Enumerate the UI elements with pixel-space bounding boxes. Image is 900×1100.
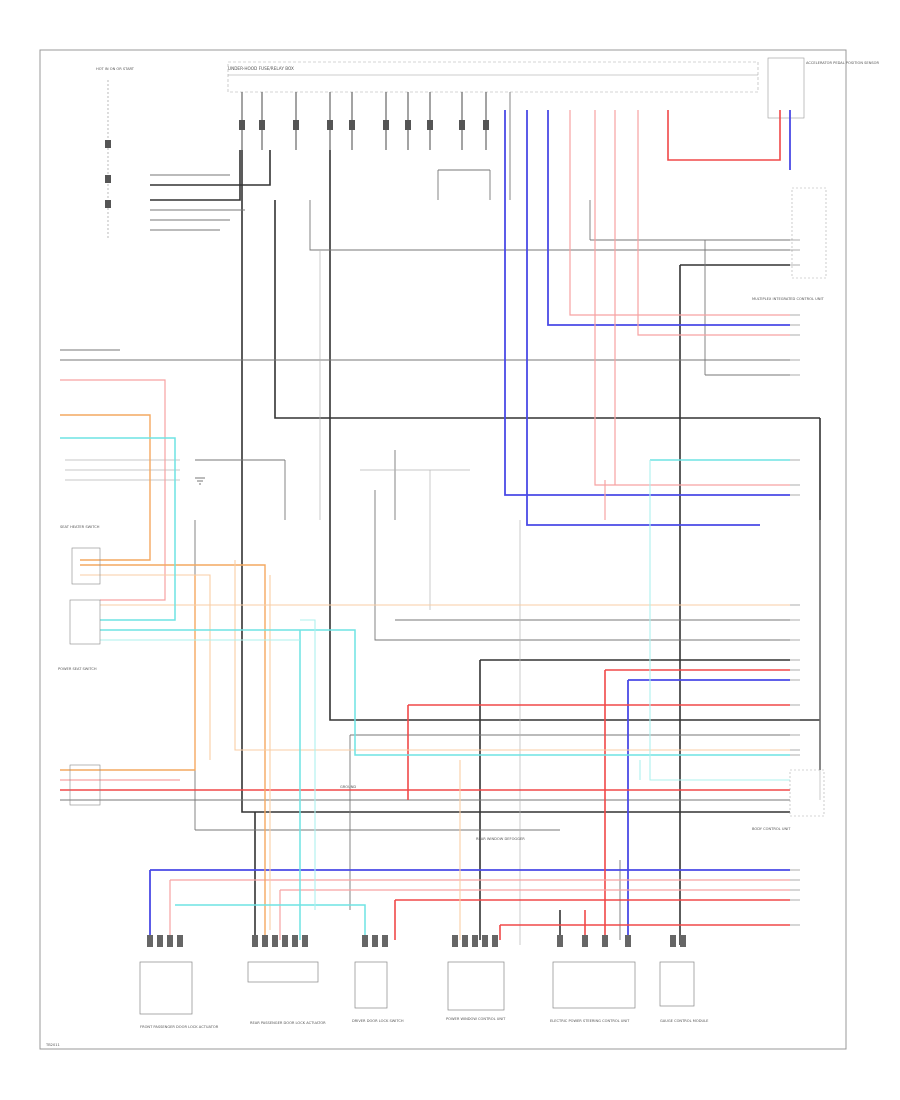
mid-note-label: REAR WINDOW DEFOGGER bbox=[476, 837, 525, 841]
right-pin-ticks bbox=[790, 239, 800, 926]
diagram-border bbox=[39, 49, 847, 1050]
left-seat-switch: SEAT HEATER SWITCH bbox=[60, 525, 101, 585]
right-multiplex-label: MULTIPLEX INTEGRATED CONTROL UNIT bbox=[752, 297, 825, 301]
right-lower-unit: BODY CONTROL UNIT bbox=[752, 769, 825, 831]
right-lower-unit-label: BODY CONTROL UNIT bbox=[752, 827, 791, 831]
bottom-label-6: GAUGE CONTROL MODULE bbox=[660, 1019, 709, 1023]
orange-wires bbox=[60, 414, 266, 940]
gray-wires bbox=[60, 92, 790, 940]
black-wires bbox=[150, 150, 821, 945]
light-orange-wires bbox=[80, 560, 790, 940]
left-lower-connector bbox=[69, 764, 101, 806]
left-seat-switch-label: SEAT HEATER SWITCH bbox=[60, 525, 100, 529]
mid-ground-label: GROUND bbox=[340, 785, 356, 789]
ground-icon bbox=[195, 477, 205, 485]
top-left-ground-label: HOT IN ON OR START bbox=[96, 67, 135, 71]
pink-wires bbox=[60, 110, 790, 940]
footer-code: TB2011 bbox=[45, 1043, 60, 1047]
bottom-label-1: FRONT PASSENGER DOOR LOCK ACTUATOR bbox=[140, 1025, 219, 1029]
light-gray-wires bbox=[65, 250, 821, 945]
bottom-label-5: ELECTRIC POWER STEERING CONTROL UNIT bbox=[550, 1019, 630, 1023]
bottom-label-3: DRIVER DOOR LOCK SWITCH bbox=[352, 1019, 404, 1023]
cyan-wires bbox=[60, 437, 790, 940]
left-lower-switch-label: POWER SEAT SWITCH bbox=[58, 667, 97, 671]
bottom-label-4: POWER WINDOW CONTROL UNIT bbox=[446, 1017, 506, 1021]
red-wires bbox=[60, 110, 790, 945]
bottom-connectors: FRONT PASSENGER DOOR LOCK ACTUATOR REAR … bbox=[139, 935, 709, 1029]
right-top-sensor-label: ACCELERATOR PEDAL POSITION SENSOR bbox=[806, 61, 879, 65]
top-left-block: HOT IN ON OR START bbox=[96, 67, 135, 240]
light-cyan-wires bbox=[100, 460, 790, 910]
left-power-seat-switch: POWER SEAT SWITCH bbox=[58, 599, 101, 671]
top-relay-box-label: UNDER-HOOD FUSE/RELAY BOX bbox=[228, 66, 294, 71]
top-fuse-box: UNDER-HOOD FUSE/RELAY BOX bbox=[227, 61, 759, 150]
blue-wires bbox=[149, 110, 791, 940]
right-multiplex-unit: MULTIPLEX INTEGRATED CONTROL UNIT bbox=[752, 187, 827, 301]
bottom-label-2: REAR PASSENGER DOOR LOCK ACTUATOR bbox=[250, 1021, 326, 1025]
right-top-sensor: ACCELERATOR PEDAL POSITION SENSOR bbox=[767, 57, 879, 119]
